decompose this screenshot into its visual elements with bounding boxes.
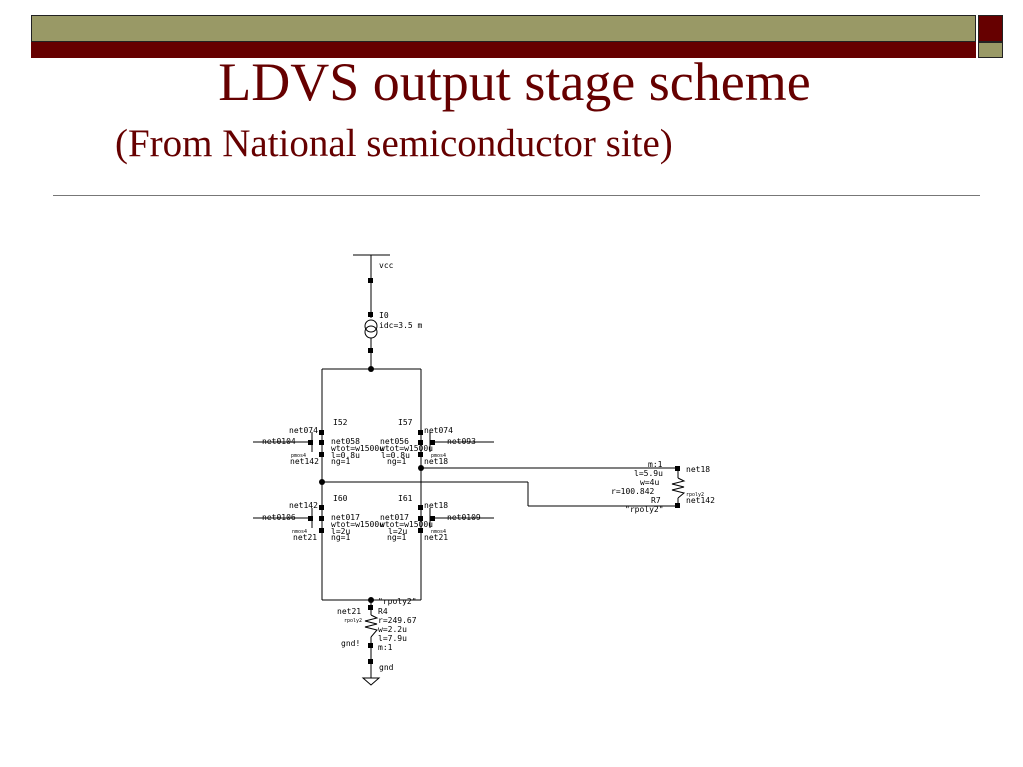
schematic-labels: vcc I0 idc=3.5 m I52 I57 net074 net074 n… [262,261,715,672]
label-r4-l: l=7.9u [378,634,407,643]
label-net0106: net0106 [262,513,296,522]
label-r7-net18: net18 [686,465,710,474]
label-l2-left: l=2u [331,527,350,536]
label-wtot-bot-left: wtot=w1500u [331,520,384,529]
label-r7-r: r=100.842 [611,487,655,496]
label-r7-name: R7 [651,496,661,505]
label-net18-mid: net18 [424,457,448,466]
label-r7-l: l=5.9u [634,469,663,478]
label-r4-net21: net21 [337,607,361,616]
label-net142-top: net142 [290,457,319,466]
label-wtot-top-left: wtot=w1500u [331,444,384,453]
label-r4-model: "rpoly2" [378,597,417,606]
label-net142-bot: net142 [289,501,318,510]
label-r7-net142: net142 [686,496,715,505]
label-l08-left: l=0.8u [331,451,360,460]
header-bar-red [31,42,976,58]
label-r7-rpoly: rpoly2 [686,492,704,498]
label-wtot-top-right: wtot=w1500u [380,444,433,453]
label-vcc: vcc [379,261,394,270]
header-bar-olive [31,15,976,42]
title-divider [53,195,980,196]
label-r4-rpoly: rpoly2 [344,618,362,624]
label-i61: I61 [398,494,413,503]
corner-square-olive [978,42,1003,58]
slide-title: LDVS output stage scheme [218,52,811,112]
label-l2-right: l=2u [388,527,407,536]
label-r7-m: m:1 [648,460,663,469]
label-r4-r: r=249.67 [378,616,417,625]
label-r7-w: w=4u [640,478,659,487]
label-net056: net056 [380,437,409,446]
label-idc: idc=3.5 m [379,321,423,330]
slide-subtitle: (From National semiconductor site) [115,122,673,165]
label-ng-b: ng=1 [387,457,406,466]
label-r4-name: R4 [378,607,388,616]
schematic-wires [253,254,686,686]
label-i60: I60 [333,494,348,503]
label-ng-d: ng=1 [387,533,406,542]
label-ng-a: ng=1 [331,457,350,466]
label-net017-left: net017 [331,513,360,522]
label-gnd: gnd [379,663,394,672]
label-net093: net093 [447,437,476,446]
label-r4-m: m:1 [378,643,393,652]
label-net0109: net0109 [447,513,481,522]
label-net058: net058 [331,437,360,446]
label-nmos-left: nmos4 [292,529,307,535]
label-net18-bot: net18 [424,501,448,510]
label-i52: I52 [333,418,348,427]
label-i57: I57 [398,418,413,427]
schematic-nodes [308,278,680,664]
label-net074-left: net074 [289,426,318,435]
label-wtot-bot-right: wtot=w1500u [380,520,433,529]
label-r7-model: "rpoly2" [625,505,664,514]
label-pmos-right: pmos4 [431,453,446,459]
label-net017-right: net017 [380,513,409,522]
corner-square-red [978,15,1003,42]
label-gnd-excl: gnd! [341,639,360,648]
label-net0104: net0104 [262,437,296,446]
label-ng-c: ng=1 [331,533,350,542]
label-l08-right: l=0.8u [381,451,410,460]
label-r4-w: w=2.2u [378,625,407,634]
label-net074-right: net074 [424,426,453,435]
label-nmos-right: nmos4 [431,529,446,535]
label-net21-left: net21 [293,533,317,542]
label-pmos-left: pmos4 [291,453,306,459]
label-i0: I0 [379,311,389,320]
label-net21-right: net21 [424,533,448,542]
